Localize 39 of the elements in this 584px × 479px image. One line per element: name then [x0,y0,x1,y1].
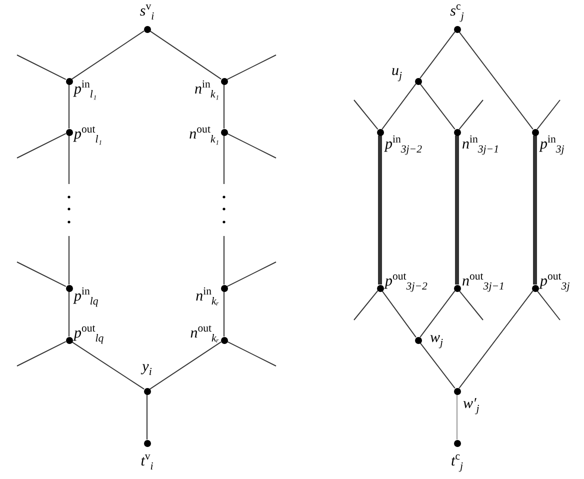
edge-line [382,83,416,130]
edge-line [16,262,66,287]
edge-line [420,83,456,130]
thick-edge [378,136,382,284]
edge-line [420,290,456,338]
edge-line [68,236,70,285]
vertex-label: w$_{j}$ [430,331,444,349]
edge-line [149,341,222,390]
edge-line [68,291,70,337]
edge-line [16,54,66,80]
edge-line [71,30,145,80]
edge-line [420,31,456,79]
edge-line [226,262,276,287]
edge-line [16,133,66,158]
edge-line [68,84,70,129]
edge-line [16,341,66,366]
edge-line [458,31,534,130]
edge-line [354,100,378,130]
edge-line [382,290,416,338]
edge-line [71,341,145,390]
edge-line [149,30,222,80]
vertex-label: y$_{i}$ [142,360,152,378]
edge-line [458,290,534,389]
edge-line [226,341,276,366]
thick-edge [533,136,537,284]
thick-edge [455,136,459,284]
edge-line [536,100,560,130]
edge-line [458,100,484,130]
edge-line [536,290,560,320]
edge-line [146,394,148,440]
edge-line [68,135,70,184]
vertex-label: w′$_{j}$ [463,397,480,415]
edge-line [354,290,378,320]
edge-line [226,54,276,80]
edge-line [456,394,458,440]
edge-line [420,342,456,389]
vertex-label: u$_{j}$ [392,64,402,82]
edge-line [458,290,484,320]
edge-line [226,133,276,158]
